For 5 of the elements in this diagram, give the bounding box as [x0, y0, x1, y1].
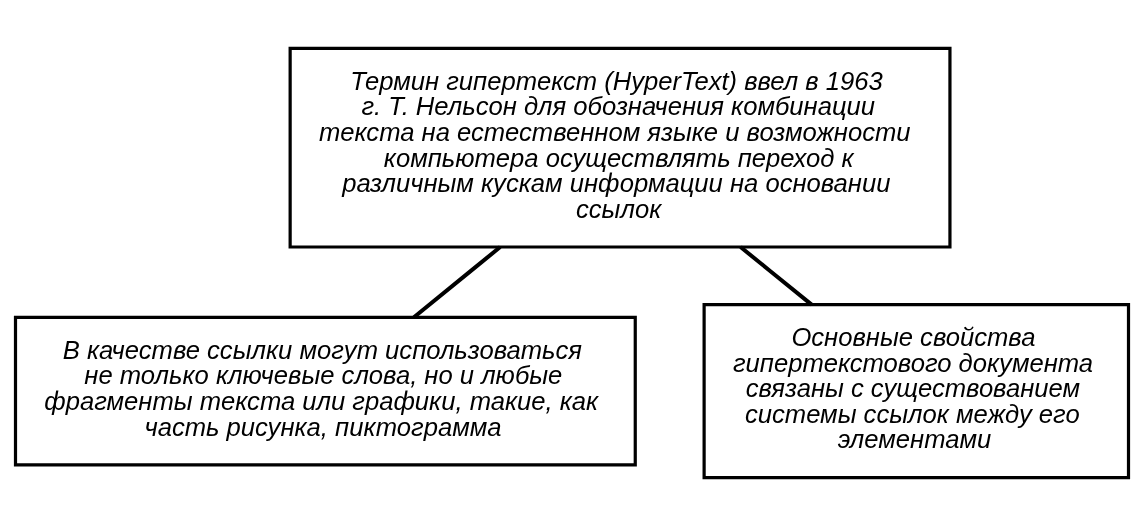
node-box: Основные свойства гипертекстового документа связаны с существованием системы ссылок между его элементами: [702, 303, 1131, 480]
connector: [412, 245, 502, 319]
connector: [739, 245, 813, 307]
node-box: В качестве ссылки могут использоваться не только ключевые слова, но и любые фрагменты текста или графики, такие, как часть рисунка, пиктограмма: [13, 315, 637, 467]
node-box: Термин гипертекст (HyperText) ввел в 1963 г. Т. Нельсон для обозначения комбинации текста на естественном языке и возможности компьютера осуществлять переход к различным кускам информации на основании ссылок: [288, 46, 952, 249]
